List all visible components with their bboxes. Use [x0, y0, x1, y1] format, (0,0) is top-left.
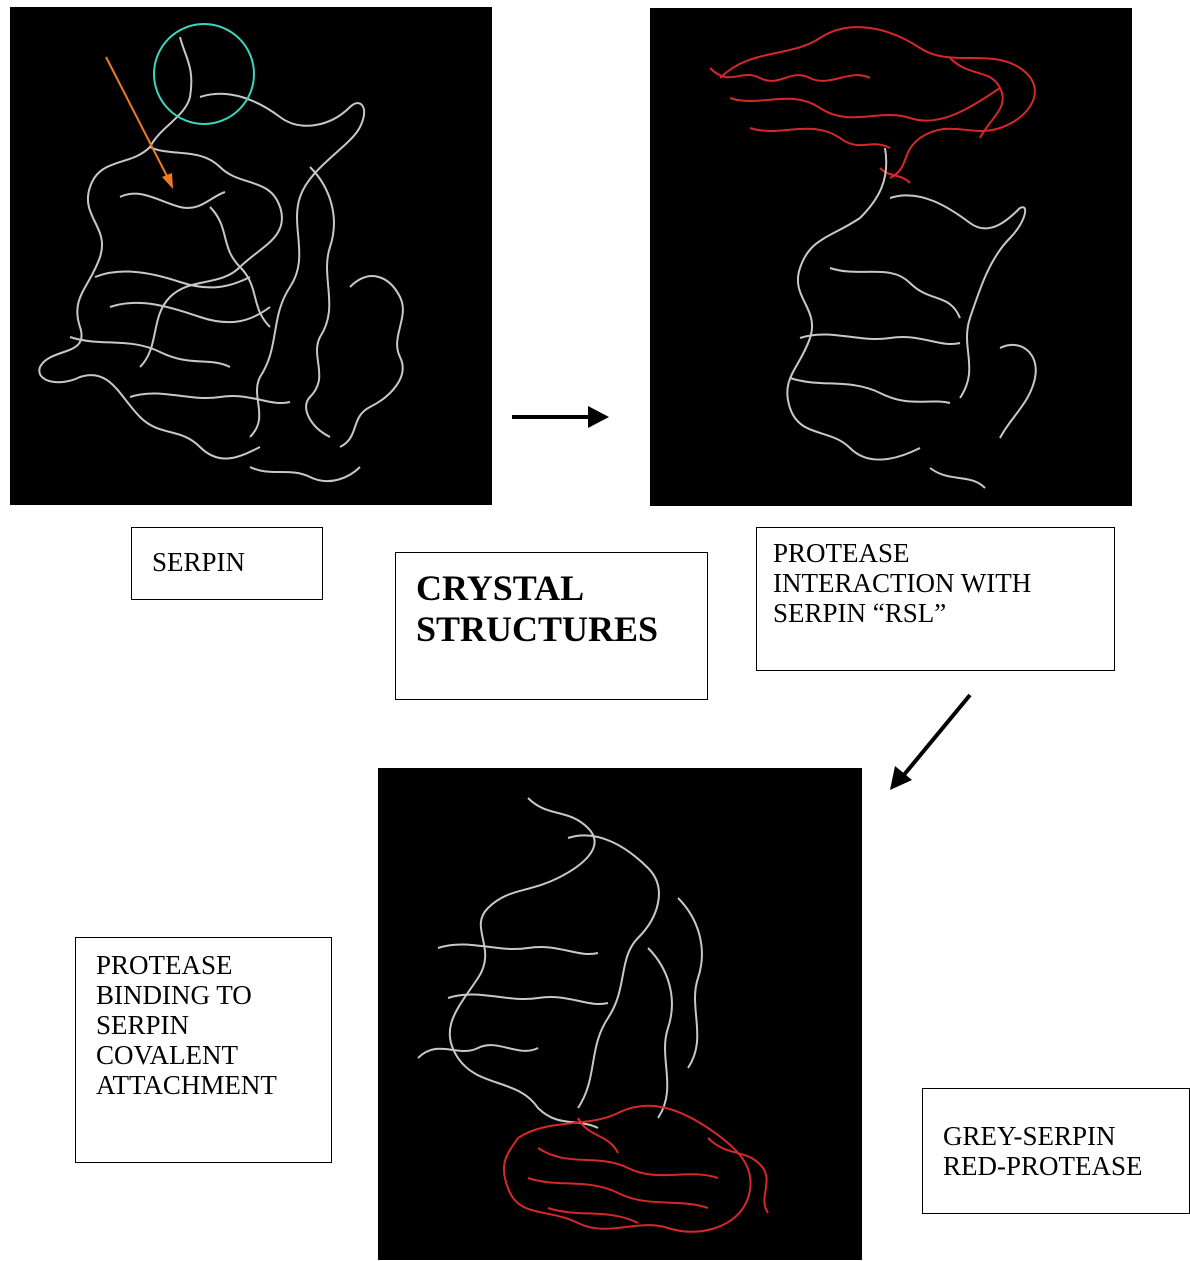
right-arrow [512, 404, 612, 430]
serpin-ribbon-3 [418, 798, 702, 1128]
serpin-label: SERPIN [152, 547, 322, 577]
color-key-box: GREY-SERPIN RED-PROTEASE [922, 1088, 1190, 1214]
cov-label-line-5: ATTACHMENT [96, 1070, 331, 1100]
cov-label-line-2: BINDING TO [96, 980, 331, 1010]
down-left-arrow [885, 690, 975, 792]
protease-ribbon [710, 27, 1035, 183]
serpin-ribbon [39, 37, 403, 481]
key-line-grey-serpin: GREY-SERPIN [943, 1121, 1189, 1151]
title-line-2: STRUCTURES [416, 609, 707, 650]
cov-label-line-1: PROTEASE [96, 950, 331, 980]
covalent-complex-structure-image [378, 768, 862, 1260]
protease-ribbon-3 [504, 1106, 768, 1232]
title-line-1: CRYSTAL [416, 568, 707, 609]
rsl-interaction-label-box: PROTEASE INTERACTION WITH SERPIN “RSL” [756, 527, 1115, 671]
rsl-label-line-3: SERPIN “RSL” [773, 598, 1114, 628]
protease-rsl-structure-image [650, 8, 1132, 506]
key-line-red-protease: RED-PROTEASE [943, 1151, 1189, 1181]
covalent-complex-ribbon-svg [378, 768, 862, 1260]
serpin-ribbon-2 [787, 148, 1036, 488]
pointer-arrowhead [162, 173, 173, 189]
rsl-label-line-1: PROTEASE [773, 538, 1114, 568]
covalent-attachment-label-box: PROTEASE BINDING TO SERPIN COVALENT ATTA… [75, 937, 332, 1163]
rsl-highlight-circle [154, 24, 254, 124]
rsl-label-line-2: INTERACTION WITH [773, 568, 1114, 598]
serpin-ribbon-svg [10, 7, 492, 505]
cov-label-line-3: SERPIN [96, 1010, 331, 1040]
protease-rsl-ribbon-svg [650, 8, 1132, 506]
cov-label-line-4: COVALENT [96, 1040, 331, 1070]
serpin-label-box: SERPIN [131, 527, 323, 600]
serpin-structure-image [10, 7, 492, 505]
title-box: CRYSTAL STRUCTURES [395, 552, 708, 700]
